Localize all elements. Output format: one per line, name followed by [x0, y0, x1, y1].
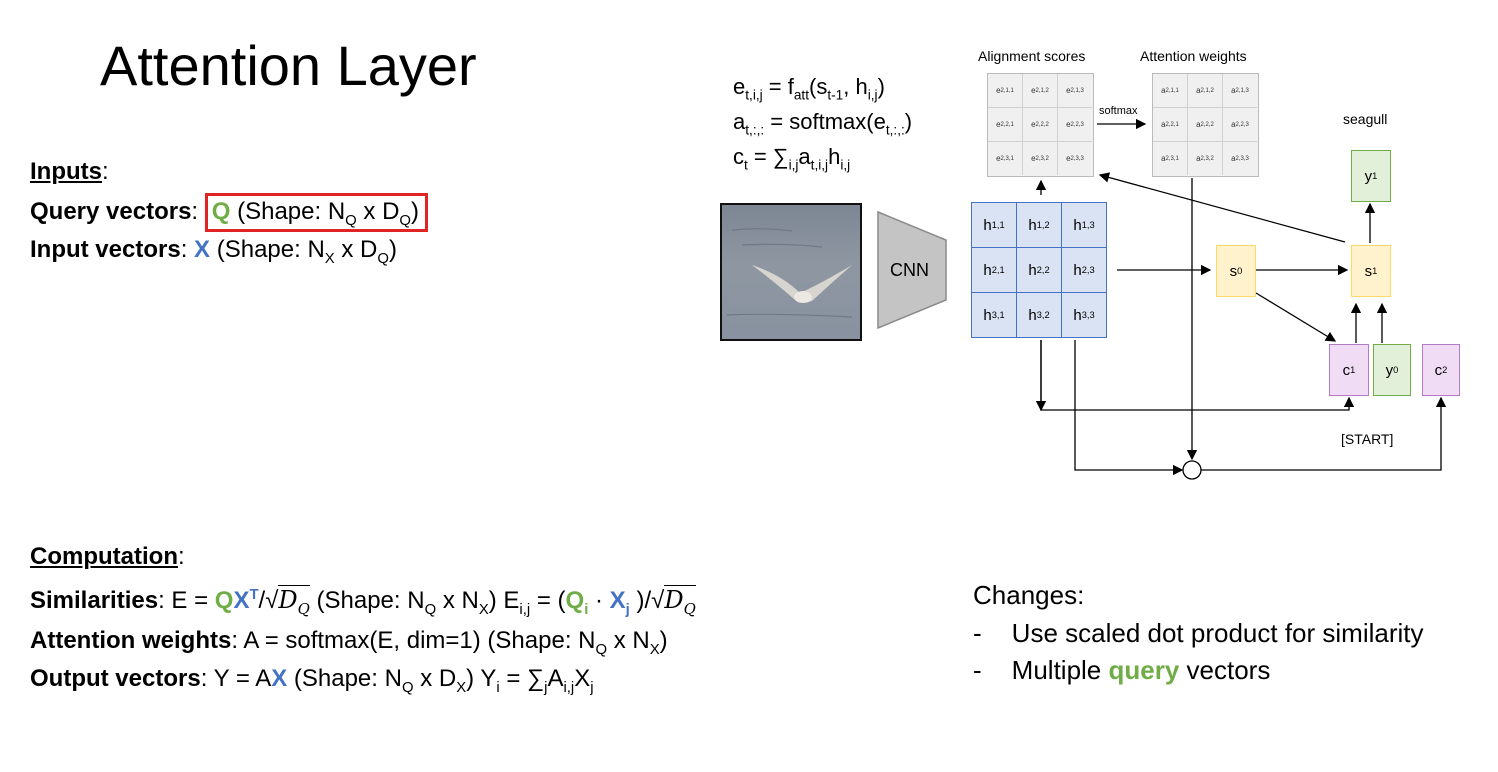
changes-item-1: -Use scaled dot product for similarity	[973, 618, 1424, 648]
start-token-label: [START]	[1341, 431, 1394, 447]
changes-heading: Changes:	[973, 580, 1085, 610]
similarities-line: Similarities: E = QXT/√DQ (Shape: NQ x N…	[30, 585, 696, 618]
cnn-block	[877, 210, 947, 330]
input-shape: (Shape: N	[216, 236, 325, 263]
query-vectors-label: Query vectors	[30, 198, 192, 225]
attention-weights-label-text: Attention weights	[30, 627, 232, 654]
query-shape-sub: Q	[399, 212, 411, 229]
computation-heading: Computation	[30, 543, 178, 570]
query-shape-end: )	[411, 198, 419, 225]
input-symbol: X	[194, 236, 211, 263]
attention-weights-label: Attention weights	[1140, 48, 1247, 64]
query-shape: (Shape: N	[237, 198, 346, 225]
input-shape-sub: Q	[377, 250, 389, 267]
inputs-heading: Inputs	[30, 158, 102, 185]
input-shape-end: )	[388, 236, 397, 263]
attention-equation: at,:,: = softmax(et,:,:)	[733, 109, 913, 138]
cnn-label: CNN	[890, 260, 929, 280]
context-equation: ct = ∑i,jat,i,jhi,j	[733, 144, 851, 173]
query-vectors-line: Query vectors: Q (Shape: NQ x DQ)	[30, 193, 428, 232]
query-shape-mid: x D	[356, 198, 400, 225]
input-shape-mid: x D	[334, 236, 378, 263]
changes-item-2: -Multiple query vectors	[973, 655, 1271, 685]
weighted-sum-node	[1182, 460, 1202, 480]
output-vectors-label: Output vectors	[30, 665, 201, 692]
query-shape-sub: Q	[345, 212, 357, 229]
input-vectors-line: Input vectors: X (Shape: NX x DQ)	[30, 236, 397, 267]
query-highlight-box: Q (Shape: NQ x DQ)	[204, 193, 428, 232]
query-symbol: Q	[211, 198, 231, 225]
inputs-heading-line: Inputs:	[30, 158, 109, 185]
attention-weights-line: Attention weights: A = softmax(E, dim=1)…	[30, 627, 668, 658]
output-word: seagull	[1343, 111, 1388, 127]
similarities-label: Similarities	[30, 587, 159, 614]
alignment-scores-label: Alignment scores	[978, 48, 1086, 64]
input-vectors-label: Input vectors	[30, 236, 181, 263]
energy-equation: et,i,j = fatt(st-1, hi,j)	[733, 74, 885, 103]
computation-heading-line: Computation:	[30, 543, 185, 570]
output-vectors-line: Output vectors: Y = AX (Shape: NQ x DX) …	[30, 665, 594, 696]
seagull-image	[720, 203, 862, 341]
page-title: Attention Layer	[100, 34, 477, 97]
softmax-label: softmax	[1099, 105, 1138, 117]
input-shape-sub: X	[324, 250, 335, 267]
seagull-figure	[726, 228, 853, 318]
